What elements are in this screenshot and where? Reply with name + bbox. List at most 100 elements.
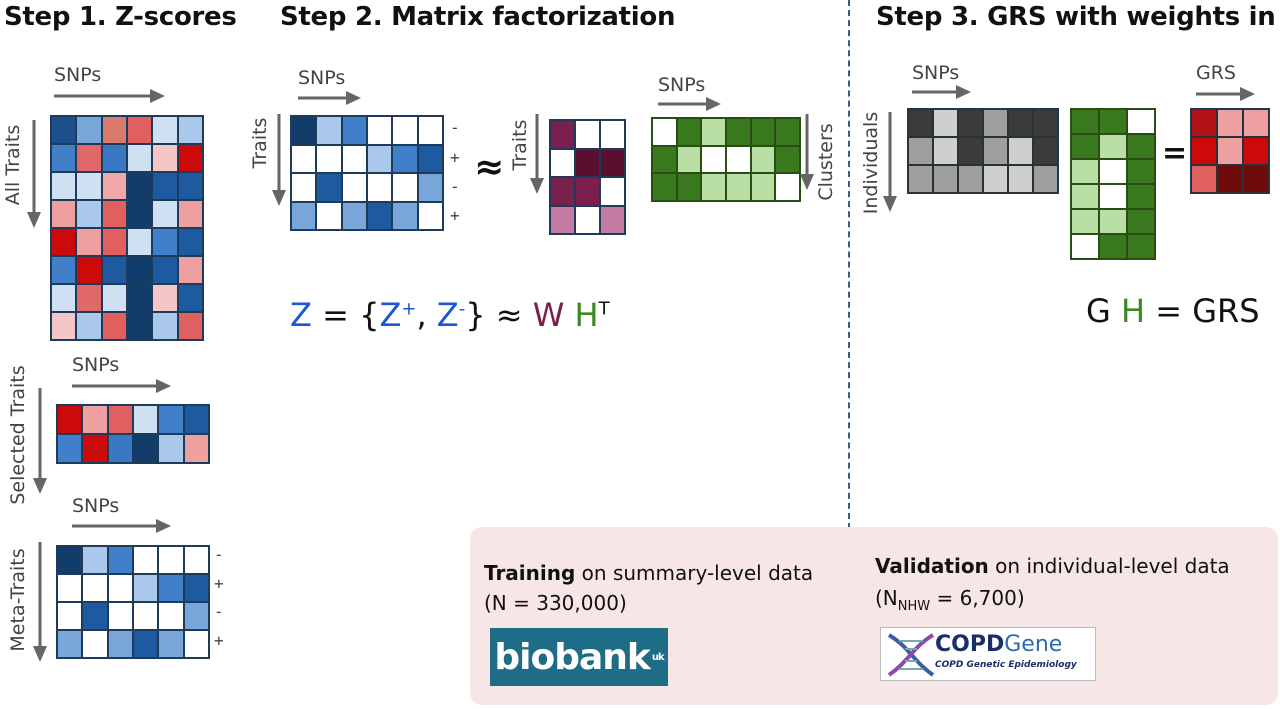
w-matrix — [549, 119, 626, 235]
meta-traits-matrix-cell — [107, 546, 133, 574]
meta-traits-matrix-cell — [57, 630, 83, 658]
z-sign-4: + — [450, 206, 460, 225]
all-traits-matrix-cell — [127, 200, 153, 228]
all-traits-matrix-cell — [177, 172, 203, 200]
genotype-matrix-cell — [933, 165, 958, 193]
h-weights-matrix-cell — [1071, 184, 1099, 209]
z-matrix-cell — [341, 116, 367, 145]
h-weights-matrix-cell — [1127, 209, 1155, 234]
eq-plus-sup: + — [401, 298, 417, 320]
w-matrix-cell — [575, 205, 600, 234]
genotype-matrix-cell — [958, 165, 983, 193]
h-weights-matrix-cell — [1099, 159, 1127, 184]
z-matrix-cell — [392, 116, 418, 145]
h-weights-matrix-cell — [1099, 184, 1127, 209]
copdgene-title-light: Gene — [1004, 632, 1063, 657]
meta-traits-matrix-cell — [107, 630, 133, 658]
step2-h-snps-arrow — [658, 97, 721, 111]
step1-snps-arrow — [54, 89, 165, 103]
step3-equals: = — [1162, 136, 1188, 171]
h-transpose-matrix-cell — [676, 173, 702, 201]
z-matrix-cell — [367, 201, 393, 230]
step1-snps-label: SNPs — [54, 64, 102, 86]
step1-traits-arrow — [27, 120, 41, 228]
meta-traits-matrix-cell — [183, 630, 209, 658]
genotype-matrix-cell — [958, 109, 983, 137]
z-matrix-cell — [392, 173, 418, 202]
individuals-arrow — [883, 112, 897, 212]
all-traits-matrix-cell — [101, 228, 127, 256]
w-matrix-cell — [575, 148, 600, 177]
all-traits-matrix-cell — [127, 228, 153, 256]
z-matrix-cell — [316, 201, 342, 230]
genotype-matrix-cell — [908, 137, 933, 165]
grs-matrix-cell — [1217, 165, 1243, 193]
all-traits-matrix-cell — [51, 172, 77, 200]
z-equation: Z = {Z+, Z-} ≈ W HT — [290, 296, 610, 334]
all-traits-matrix-cell — [152, 172, 178, 200]
step2-title: Step 2. Matrix factorization — [280, 2, 676, 32]
grs-matrix — [1190, 108, 1270, 194]
z-matrix-cell — [316, 144, 342, 173]
validation-text: Validation on individual-level data — [875, 551, 1230, 581]
selected-traits-matrix-cell — [158, 434, 184, 463]
selected-traits-matrix-cell — [158, 405, 184, 434]
meta-traits-matrix-cell — [158, 630, 184, 658]
h-weights-matrix — [1070, 108, 1156, 260]
all-traits-matrix-cell — [152, 116, 178, 144]
individuals-label: Individuals — [860, 111, 882, 215]
selected-traits-matrix — [56, 404, 210, 464]
grs-matrix-cell — [1243, 165, 1269, 193]
h-weights-matrix-cell — [1127, 134, 1155, 159]
copdgene-title: COPDGene — [935, 632, 1062, 657]
all-traits-matrix-cell — [101, 312, 127, 340]
all-traits-matrix-cell — [152, 312, 178, 340]
copdgene-title-bold: COPD — [935, 632, 1005, 657]
all-traits-matrix-cell — [51, 228, 77, 256]
all-traits-matrix-cell — [76, 312, 102, 340]
z-matrix-cell — [392, 201, 418, 230]
eq-t-sup: T — [598, 298, 610, 320]
all-traits-matrix-cell — [101, 172, 127, 200]
step3-snps-label: SNPs — [912, 62, 960, 84]
clusters-label: Clusters — [815, 123, 837, 201]
w-matrix-cell — [550, 120, 575, 149]
grs-matrix-cell — [1217, 137, 1243, 165]
all-traits-matrix-cell — [51, 256, 77, 284]
z-matrix-cell — [291, 144, 317, 173]
meta-sign-1: - — [214, 545, 224, 564]
z-matrix-cell — [341, 201, 367, 230]
all-traits-matrix-cell — [127, 256, 153, 284]
meta-traits-matrix-cell — [133, 630, 159, 658]
eq-comma: , — [416, 296, 437, 334]
w-matrix-cell — [575, 177, 600, 206]
h-weights-matrix-cell — [1127, 109, 1155, 134]
selected-traits-matrix-cell — [107, 405, 133, 434]
h-weights-matrix-cell — [1099, 134, 1127, 159]
meta-traits-matrix-cell — [158, 602, 184, 630]
genotype-matrix-cell — [1008, 109, 1033, 137]
step2-traits-arrow — [272, 114, 286, 206]
h-weights-matrix-cell — [1071, 134, 1099, 159]
h-weights-matrix-cell — [1071, 109, 1099, 134]
genotype-matrix-cell — [983, 137, 1008, 165]
grs-matrix-cell — [1191, 137, 1217, 165]
z-matrix-cell — [392, 144, 418, 173]
step2-snps-label: SNPs — [298, 67, 346, 89]
h-transpose-matrix-cell — [725, 118, 751, 146]
step1-meta-snps-arrow — [72, 519, 171, 533]
all-traits-matrix-cell — [127, 144, 153, 172]
all-traits-matrix-cell — [101, 144, 127, 172]
all-traits-matrix-cell — [127, 284, 153, 312]
all-traits-matrix-cell — [152, 284, 178, 312]
section-divider — [848, 0, 850, 700]
grs-matrix-cell — [1243, 137, 1269, 165]
all-traits-matrix-cell — [177, 200, 203, 228]
clusters-arrow — [800, 114, 814, 190]
meta-traits-matrix-cell — [158, 546, 184, 574]
z-matrix-cell — [291, 201, 317, 230]
z-matrix-cell — [291, 116, 317, 145]
all-traits-matrix-cell — [127, 312, 153, 340]
approx-symbol: ≈ — [474, 147, 505, 188]
genotype-matrix-cell — [908, 165, 933, 193]
